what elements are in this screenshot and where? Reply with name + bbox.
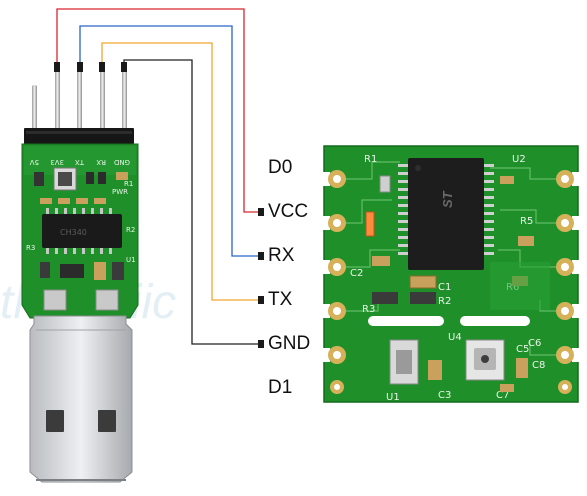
ch340-chip: CH340 (42, 208, 122, 254)
label-vcc: VCC (268, 201, 309, 222)
header-pin-labels: 5V 3V3 TX RX GND (30, 158, 130, 166)
diode (40, 262, 50, 278)
silk-pwr: PWR (112, 188, 128, 196)
silk-r3: R3 (26, 244, 35, 252)
silk-r2: R2 (438, 296, 451, 307)
usb-adapter: 5V 3V3 TX RX GND PWR R1 (21, 68, 139, 483)
pin-label-gnd: GND (114, 158, 130, 166)
capacitor-c1 (409, 275, 437, 289)
module-board: ST R1 U2 R5 R6 C2 C1 R2 R3 U4 C5 C8 U1 C… (320, 145, 582, 403)
right-pads (556, 170, 574, 394)
header-pin-rx (100, 68, 105, 143)
ch340-chip-label: CH340 (60, 228, 87, 237)
crystal (34, 172, 44, 186)
label-d1: D1 (268, 377, 293, 398)
mcu-chip: ST (398, 158, 494, 270)
resistor (58, 198, 70, 204)
silk-c2: C2 (350, 268, 363, 279)
silk-r1: R1 (124, 180, 133, 188)
silk-u1: U1 (386, 392, 400, 403)
resistor (76, 198, 88, 204)
mcu-marking: ST (440, 190, 455, 208)
capacitor (94, 262, 106, 280)
left-pads (328, 170, 346, 394)
usb-window (46, 410, 64, 432)
silk-u1: U1 (126, 256, 136, 264)
pin-label-5v: 5V (30, 158, 39, 166)
rx-wire (79, 25, 264, 257)
label-gnd: GND (268, 333, 311, 354)
silk-r2: R2 (126, 226, 135, 234)
u1-component (389, 339, 419, 385)
resistor (40, 198, 52, 204)
silk-c7: C7 (496, 390, 509, 401)
usb-window (98, 410, 116, 432)
silk-u2: U2 (512, 154, 526, 165)
label-tx: TX (268, 289, 293, 310)
silk-c1: C1 (438, 282, 451, 293)
board-slot (368, 316, 444, 326)
vcc-wire (56, 8, 264, 213)
silk-c3: C3 (438, 390, 451, 401)
silk-c6: C6 (528, 338, 541, 349)
silk-u4: U4 (448, 332, 462, 343)
led (365, 211, 375, 237)
usb-solder-tab (43, 289, 67, 311)
silk-c8: C8 (532, 360, 545, 371)
board-slot (460, 316, 530, 326)
pin-label-tx: TX (75, 158, 85, 166)
resistor-r1 (379, 175, 391, 193)
silk-r5: R5 (520, 216, 533, 227)
label-d0: D0 (268, 157, 293, 178)
silk-r3: R3 (362, 304, 375, 315)
u4-sensor (465, 339, 505, 381)
led-tx (86, 172, 94, 184)
header-pin-3v3 (55, 68, 60, 143)
usb-solder-tab (95, 289, 119, 311)
led-rx (98, 172, 106, 184)
pin-header-plastic (24, 128, 134, 144)
capacitor-c3 (428, 360, 442, 380)
header-pin-gnd (122, 68, 127, 143)
header-pin-tx (77, 68, 82, 143)
capacitor-c5 (516, 358, 528, 378)
usb-connector (29, 315, 133, 483)
wire-caps (54, 62, 264, 348)
resistor-r5 (518, 236, 534, 246)
silk-r1: R1 (364, 154, 377, 165)
pin-label-rx: RX (96, 158, 106, 166)
resistor-r1 (116, 172, 128, 180)
silk-c5: C5 (516, 344, 529, 355)
label-rx: RX (268, 245, 295, 266)
resistor-r2 (410, 292, 436, 304)
capacitor-c2 (372, 256, 390, 266)
header-pins (24, 68, 134, 144)
traces (346, 161, 556, 356)
resistor (94, 198, 106, 204)
resistor-u2 (500, 176, 514, 184)
fuse (112, 262, 124, 280)
capacitor-c7 (500, 384, 514, 392)
resistor-r3 (372, 292, 398, 304)
regulator (60, 264, 84, 278)
pin-label-3v3: 3V3 (50, 158, 64, 166)
tx-wire (101, 42, 264, 301)
